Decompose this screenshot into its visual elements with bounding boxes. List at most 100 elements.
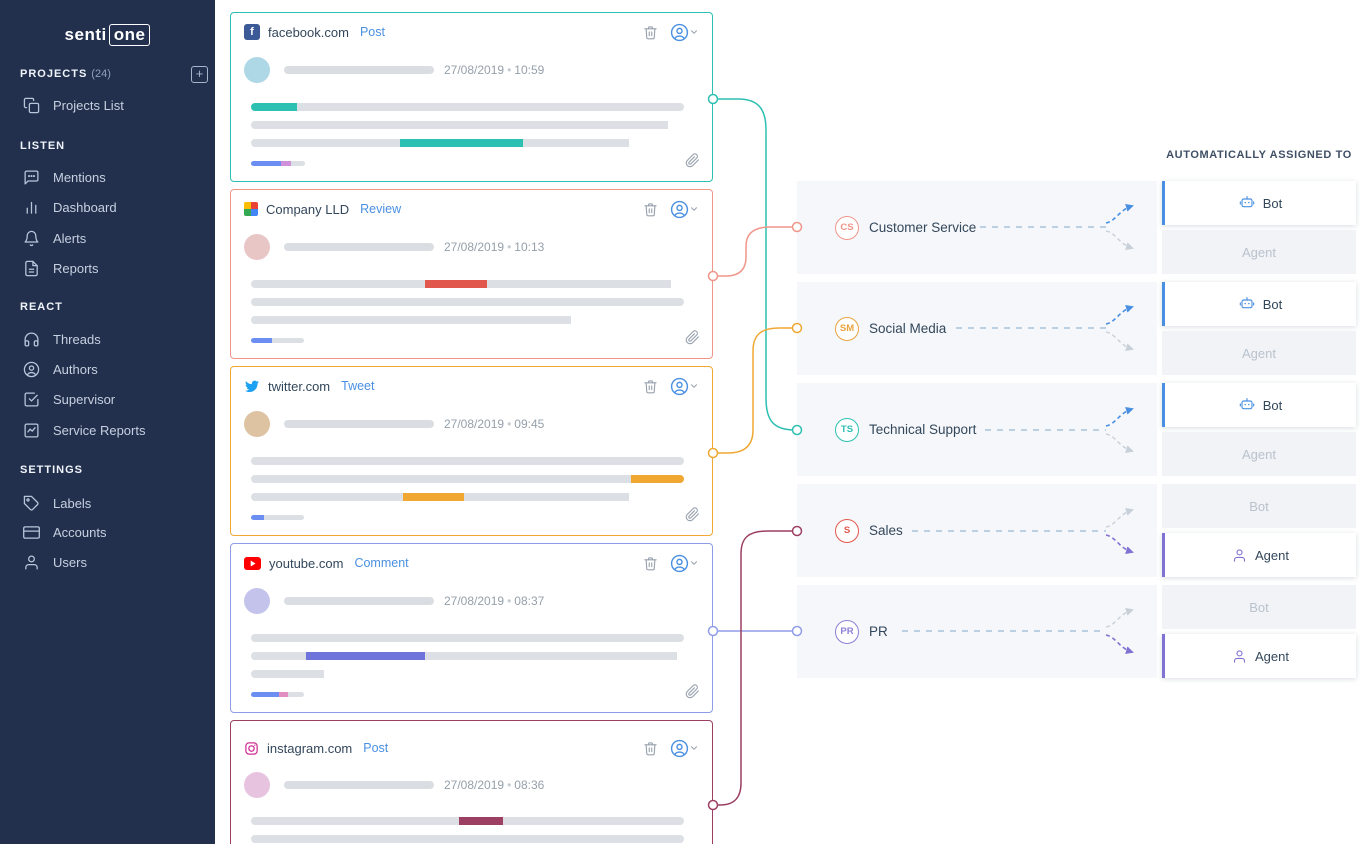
slot-label: Agent xyxy=(1255,547,1289,563)
react-section-title: REACT xyxy=(20,301,63,313)
delete-button[interactable] xyxy=(643,556,658,571)
card-timestamp: 27/08/2019•09:45 xyxy=(444,417,544,431)
logo-text-2: one xyxy=(108,24,151,46)
assigned-agent-social-media[interactable]: Agent xyxy=(1162,331,1356,375)
card-source: instagram.com xyxy=(267,740,353,756)
attachment-button[interactable] xyxy=(685,153,700,173)
sidebar-item-labels[interactable]: Labels xyxy=(0,488,215,518)
assigned-agent-pr[interactable]: Agent xyxy=(1162,634,1356,678)
category-label: Sales xyxy=(869,523,903,538)
chevron-down-icon xyxy=(689,558,699,568)
slot-label: Agent xyxy=(1242,446,1276,462)
category-row-customer-service: CS Customer Service xyxy=(797,181,1157,274)
sidebar-item-authors[interactable]: Authors xyxy=(0,354,215,384)
card-type-link[interactable]: Review xyxy=(360,202,402,216)
sidebar-item-supervisor[interactable]: Supervisor xyxy=(0,384,215,414)
mention-card-twitter[interactable]: twitter.com Tweet 27/08/2019•09:45 xyxy=(230,366,713,536)
sidebar-item-projects-list[interactable]: Projects List xyxy=(0,90,215,120)
card-type-link[interactable]: Comment xyxy=(354,556,409,570)
mention-card-youtube[interactable]: youtube.com Comment 27/08/2019•08:37 xyxy=(230,543,713,713)
delete-button[interactable] xyxy=(643,741,658,756)
assigned-bot-technical-support[interactable]: Bot xyxy=(1162,383,1356,427)
card-type-link[interactable]: Tweet xyxy=(341,379,375,393)
category-row-sales: S Sales xyxy=(797,484,1157,577)
content-skeleton xyxy=(251,634,684,688)
category-row-pr: PR PR xyxy=(797,585,1157,678)
mention-card-instagram[interactable]: instagram.com Post 27/08/2019•08:36 xyxy=(230,720,713,844)
category-row-technical-support: TS Technical Support xyxy=(797,383,1157,476)
assign-user-button[interactable] xyxy=(670,200,699,219)
youtube-icon xyxy=(244,556,261,570)
card-time: 08:36 xyxy=(514,778,545,792)
category-label: Technical Support xyxy=(869,422,977,437)
delete-button[interactable] xyxy=(643,379,658,394)
sidebar-item-label: Labels xyxy=(53,495,92,511)
assigned-agent-customer-service[interactable]: Agent xyxy=(1162,230,1356,274)
assign-user-button[interactable] xyxy=(670,554,699,573)
attachment-button[interactable] xyxy=(685,330,700,350)
bot-icon xyxy=(1239,195,1255,211)
author-skeleton xyxy=(284,781,434,789)
delete-button[interactable] xyxy=(643,202,658,217)
sidebar-item-users[interactable]: Users xyxy=(0,547,215,577)
sidebar-item-threads[interactable]: Threads xyxy=(0,324,215,354)
author-skeleton xyxy=(284,243,434,251)
sidebar-item-accounts[interactable]: Accounts xyxy=(0,517,215,547)
connector-endpoints xyxy=(707,93,803,811)
sidebar-item-reports[interactable]: Reports xyxy=(0,253,215,283)
card-type-link[interactable]: Post xyxy=(363,741,389,755)
assigned-bot-social-media[interactable]: Bot xyxy=(1162,282,1356,326)
slot-label: Bot xyxy=(1262,296,1283,312)
delete-button[interactable] xyxy=(643,25,658,40)
facebook-icon: f xyxy=(244,24,260,40)
card-header: f facebook.com Post xyxy=(244,21,699,43)
author-skeleton xyxy=(284,66,434,74)
sidebar-item-alerts[interactable]: Alerts xyxy=(0,223,215,253)
users-icon xyxy=(23,554,40,571)
attachment-button[interactable] xyxy=(685,507,700,527)
settings-section-title: SETTINGS xyxy=(20,464,84,476)
category-badge: CS xyxy=(835,215,859,240)
sidebar-item-dashboard[interactable]: Dashboard xyxy=(0,192,215,222)
add-project-button[interactable]: + xyxy=(191,66,208,83)
content-skeleton xyxy=(251,457,684,511)
mention-card-company[interactable]: Company LLD Review 27/08/2019•10:13 xyxy=(230,189,713,359)
assigned-agent-sales[interactable]: Agent xyxy=(1162,533,1356,577)
sidebar-item-mentions[interactable]: Mentions xyxy=(0,162,215,192)
card-date: 27/08/2019 xyxy=(444,594,505,608)
assigned-bot-sales[interactable]: Bot xyxy=(1162,484,1356,528)
assign-user-button[interactable] xyxy=(670,739,699,758)
chevron-down-icon xyxy=(689,204,699,214)
card-source: facebook.com xyxy=(268,24,349,40)
tag-bar xyxy=(251,338,304,343)
slot-label: Agent xyxy=(1255,648,1289,664)
logo-text-1: senti xyxy=(64,25,107,44)
sidebar-item-label: Users xyxy=(53,554,87,570)
service-reports-icon xyxy=(23,422,40,439)
trash-icon xyxy=(644,202,657,216)
attachment-button[interactable] xyxy=(685,684,700,704)
assigned-bot-customer-service[interactable]: Bot xyxy=(1162,181,1356,225)
avatar xyxy=(244,57,270,83)
content-skeleton xyxy=(251,103,684,157)
assigned-agent-technical-support[interactable]: Agent xyxy=(1162,432,1356,476)
assigned-to-header: AUTOMATICALLY ASSIGNED TO xyxy=(1166,149,1352,161)
assigned-bot-pr[interactable]: Bot xyxy=(1162,585,1356,629)
category-badge: PR xyxy=(835,619,859,644)
card-type-link[interactable]: Post xyxy=(359,25,385,39)
mention-card-facebook[interactable]: f facebook.com Post 27/08/2019•10:59 xyxy=(230,12,713,182)
slot-label: Bot xyxy=(1262,397,1283,413)
meta-separator: • xyxy=(507,594,512,608)
agent-icon xyxy=(1232,548,1247,563)
sidebar-item-service-reports[interactable]: Service Reports xyxy=(0,415,215,445)
assign-user-button[interactable] xyxy=(670,377,699,396)
assign-user-button[interactable] xyxy=(670,23,699,42)
meta-separator: • xyxy=(507,63,512,77)
sidebar-item-label: Reports xyxy=(53,260,99,276)
card-timestamp: 27/08/2019•08:37 xyxy=(444,594,544,608)
tag-bar xyxy=(251,161,305,166)
instagram-icon xyxy=(244,741,259,756)
paperclip-icon xyxy=(685,684,699,699)
slot-label: Agent xyxy=(1242,345,1276,361)
